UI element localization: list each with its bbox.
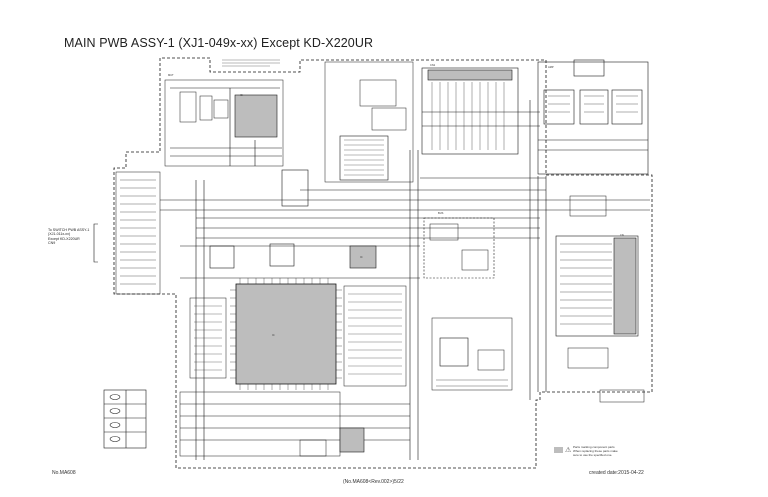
legend-line: When replacing these parts make bbox=[573, 448, 618, 453]
svg-text:CN1: CN1 bbox=[430, 63, 436, 67]
connector-note-line: CN9 bbox=[48, 241, 56, 246]
svg-text:IC: IC bbox=[272, 333, 275, 337]
created-date: created date:2015-04-22 bbox=[589, 470, 644, 476]
connector-note: To SWITCH PWB ASSY-1 (XJ1-011x-xx) Excep… bbox=[48, 228, 92, 246]
legend: ⚠ Parts marking component parts When rep… bbox=[554, 445, 644, 460]
schematic-title: MAIN PWB ASSY-1 (XJ1-049x-xx) Except KD-… bbox=[64, 36, 374, 50]
warning-icon: ⚠ bbox=[565, 447, 572, 454]
power-ic bbox=[234, 94, 278, 138]
svg-text:BUS: BUS bbox=[438, 211, 444, 215]
document-number: No.MA608 bbox=[52, 470, 76, 476]
connector-note-line: (XJ1-011x-xx) bbox=[48, 232, 71, 237]
connector-note-line: Except KD-X220UR bbox=[48, 236, 80, 241]
legend-line: Parts marking component parts bbox=[573, 445, 615, 449]
svg-text:IC: IC bbox=[360, 255, 363, 259]
connector-note-line: To SWITCH PWB ASSY-1 bbox=[48, 228, 90, 232]
svg-text:MUT: MUT bbox=[168, 73, 174, 77]
microcontroller-ic bbox=[235, 283, 337, 385]
legend-text: Parts marking component parts When repla… bbox=[573, 445, 643, 457]
svg-text:CN: CN bbox=[620, 233, 624, 237]
legend-swatch bbox=[554, 447, 563, 453]
legend-line: sure to use the specified one. bbox=[573, 452, 613, 457]
svg-text:AMP: AMP bbox=[548, 65, 554, 69]
svg-text:IC: IC bbox=[240, 93, 243, 97]
page-reference: (No.MA608<Rev.002>)5/22 bbox=[343, 479, 404, 485]
